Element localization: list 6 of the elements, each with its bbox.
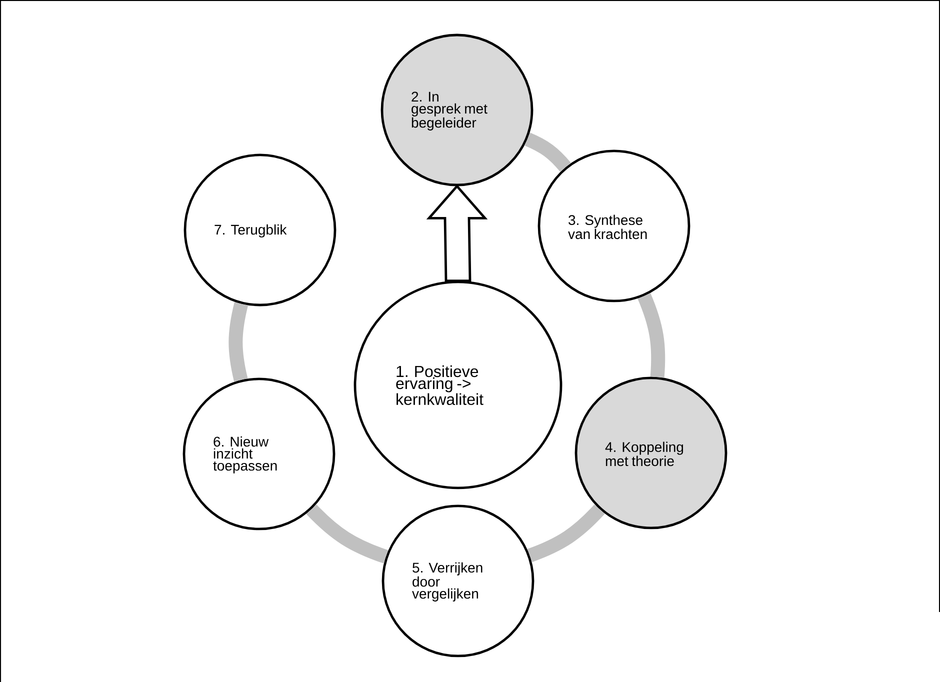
ring-segment	[527, 504, 605, 562]
ring-segment	[306, 504, 388, 564]
ring-segment	[638, 293, 666, 378]
block-arrow	[426, 184, 488, 282]
ring-segment	[228, 302, 248, 382]
ring-segment	[524, 132, 571, 172]
